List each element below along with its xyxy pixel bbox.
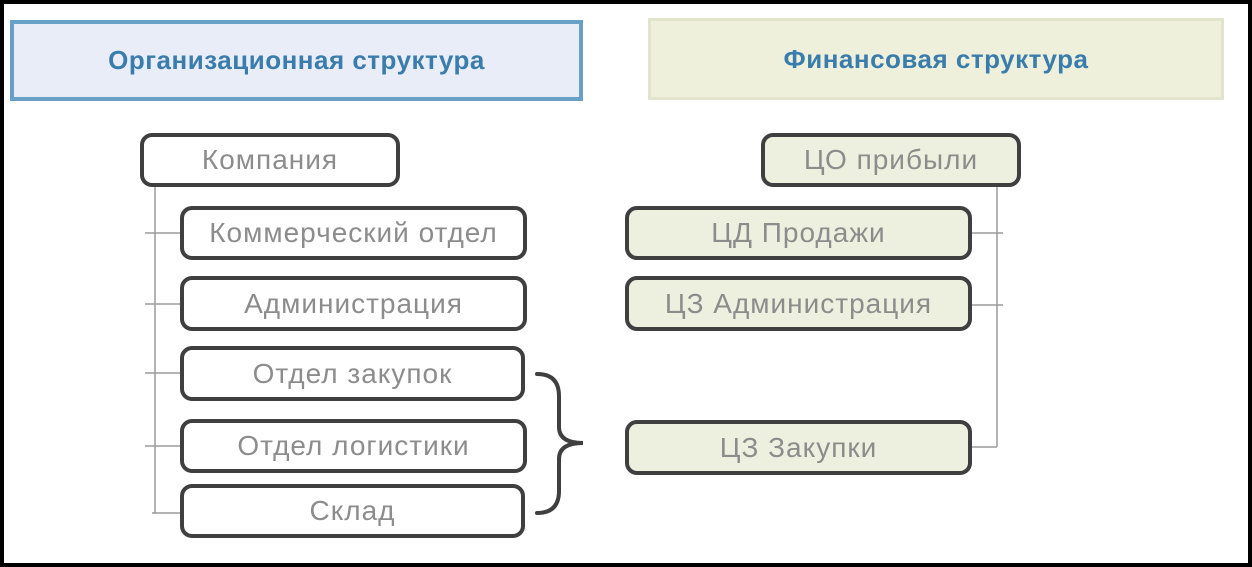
brace-connector [535, 372, 584, 515]
org-node-purchasing-dept: Отдел закупок [180, 346, 525, 401]
fin-node-profit-center: ЦО прибыли [761, 133, 1021, 187]
org-node-logistics-dept: Отдел логистики [180, 419, 527, 473]
org-node-administration: Администрация [180, 276, 527, 331]
connector-lines [145, 187, 1003, 515]
org-tree-connectors [145, 187, 180, 514]
org-structure-header: Организационная структура [10, 20, 583, 101]
fin-node-purchasing: ЦЗ Закупки [625, 420, 972, 475]
org-node-company: Компания [140, 133, 400, 187]
fin-tree-connectors [970, 187, 1003, 448]
fin-node-sales: ЦД Продажи [625, 206, 972, 260]
org-node-commercial-dept: Коммерческий отдел [180, 206, 527, 260]
org-node-warehouse: Склад [180, 484, 525, 538]
fin-node-administration: ЦЗ Администрация [625, 276, 972, 331]
fin-structure-header: Финансовая структура [648, 18, 1224, 100]
